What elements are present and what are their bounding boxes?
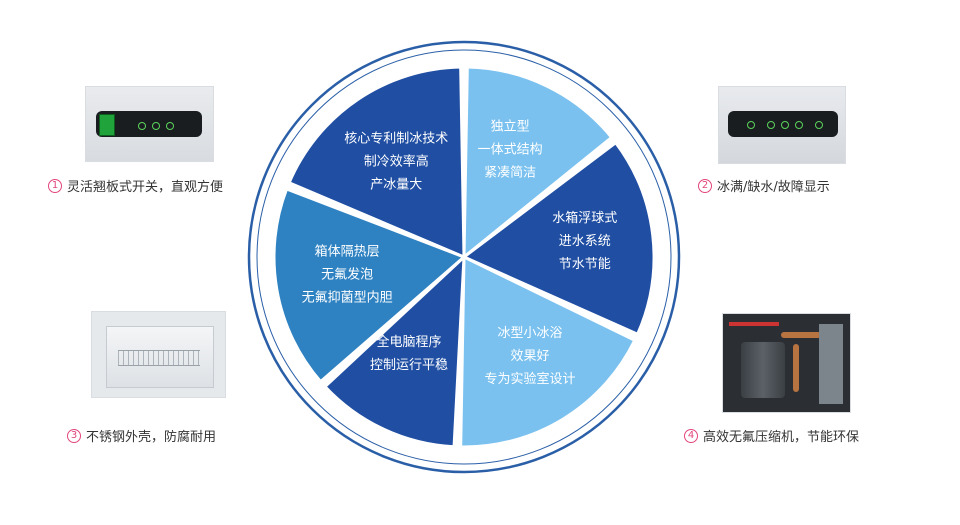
number-1-icon: 1: [48, 178, 62, 193]
wheel-segment-2: [461, 140, 656, 337]
feature-caption-4: 4 高效无氟压缩机，节能环保: [684, 426, 859, 445]
number-2-icon: 2: [698, 178, 712, 193]
indicator-led-icon: [152, 122, 160, 130]
wheel-segment-3-line: 效果好: [510, 349, 549, 364]
compressor-body: [741, 342, 785, 398]
wheel-segment-6-line: 制冷效率高: [364, 153, 429, 169]
wheel-segment-1-line: 紧凑简洁: [484, 164, 536, 180]
indicator-led-icon: [747, 121, 755, 129]
wheel-segment-2-line: 水箱浮球式: [552, 210, 617, 226]
indicator-panel-photo: [718, 86, 846, 164]
wheel-segment-1-line: 一体式结构: [478, 142, 543, 157]
wheel-segment-6-line: 核心专利制冰技术: [344, 131, 448, 146]
indicator-led-icon: [795, 121, 803, 129]
indicator-led-icon: [166, 122, 174, 130]
wheel-segment-1: [462, 65, 614, 261]
feature-text-2: 冰满/缺水/故障显示: [717, 180, 830, 195]
feature-text-4: 高效无氟压缩机，节能环保: [703, 430, 860, 445]
wheel-segment-5: [272, 186, 467, 384]
indicator-led-icon: [781, 121, 789, 129]
copper-pipe: [781, 332, 821, 338]
feature-caption-1: 1 灵活翘板式开关，直观方便: [48, 176, 223, 195]
wheel-segment-6-line: 产冰量大: [370, 177, 422, 192]
wheel-segment-3: [459, 254, 637, 449]
frame-panel: [819, 324, 843, 404]
feature-caption-2: 2 冰满/缺水/故障显示: [698, 176, 830, 195]
indicator-led-icon: [767, 121, 775, 129]
wire-shelf: [118, 350, 200, 366]
feature-text-3: 不锈钢外壳，防腐耐用: [86, 430, 217, 445]
wheel-segment-5-line: 无氟抑菌型内胆: [302, 289, 393, 305]
wheel-segment-3-line: 专为实验室设计: [484, 371, 575, 387]
outer-ring: [247, 40, 681, 474]
wheel-segment-2-line: 节水节能: [559, 257, 611, 272]
rocker-switch-panel-photo: [85, 86, 214, 162]
wheel-segment-6: [287, 65, 466, 260]
wheel-segment-5-line: 无氟发泡: [321, 266, 373, 282]
feature-caption-3: 3 不锈钢外壳，防腐耐用: [67, 426, 216, 445]
copper-pipe: [793, 344, 799, 392]
indicator-led-icon: [138, 122, 146, 130]
number-3-icon: 3: [67, 428, 81, 443]
wheel-segment-5-line: 箱体隔热层: [315, 243, 380, 259]
inner-ring: [256, 49, 672, 465]
feature-text-1: 灵活翘板式开关，直观方便: [67, 180, 224, 195]
wheel-segment-4-line: 控制运行平稳: [370, 357, 448, 373]
wheel-segment-4-line: 全电脑程序: [376, 334, 441, 350]
rocker-switch-icon: [99, 114, 115, 136]
wheel-segment-2-line: 进水系统: [559, 234, 611, 249]
stainless-interior-photo: [91, 311, 226, 398]
wheel-segment-4: [322, 253, 466, 449]
wheel-segment-1-line: 独立型: [491, 119, 530, 134]
wheel-segment-3-line: 冰型小冰浴: [497, 326, 562, 341]
number-4-icon: 4: [684, 428, 698, 443]
indicator-led-icon: [815, 121, 823, 129]
wiring: [729, 322, 779, 326]
compressor-photo: [722, 313, 851, 413]
